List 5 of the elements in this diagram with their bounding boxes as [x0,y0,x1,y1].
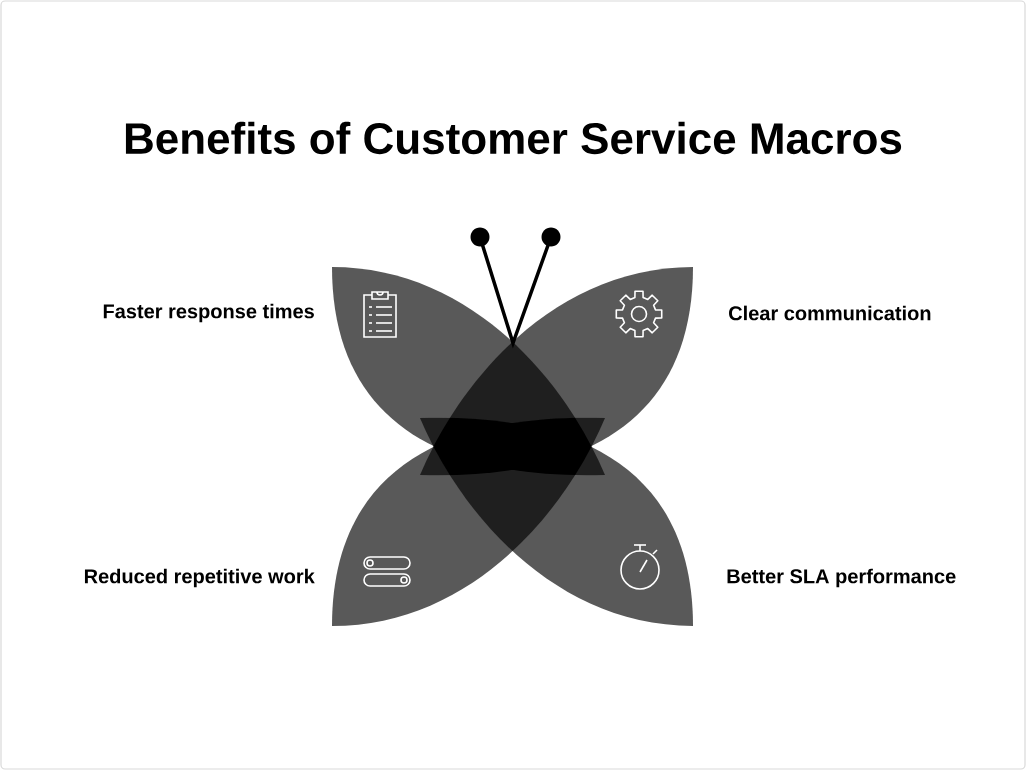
benefit-label: Clear communication [729,305,931,321]
benefit-label: Faster response times [103,303,314,323]
benefit-label: Better SLA performance [727,568,956,588]
benefit-label: Reduced repetitive work [84,568,315,588]
title: Benefits of Customer Service Macros [125,121,902,155]
